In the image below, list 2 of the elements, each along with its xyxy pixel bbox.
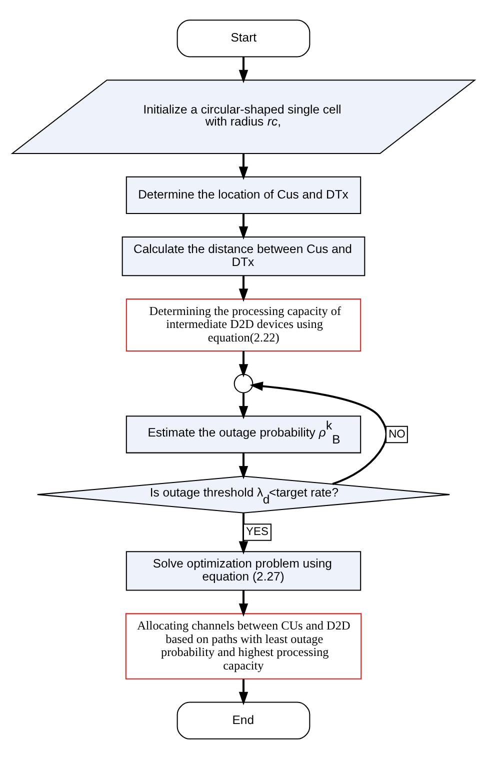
- edge-label: NO: [388, 428, 406, 440]
- edge-label: YES: [246, 526, 268, 538]
